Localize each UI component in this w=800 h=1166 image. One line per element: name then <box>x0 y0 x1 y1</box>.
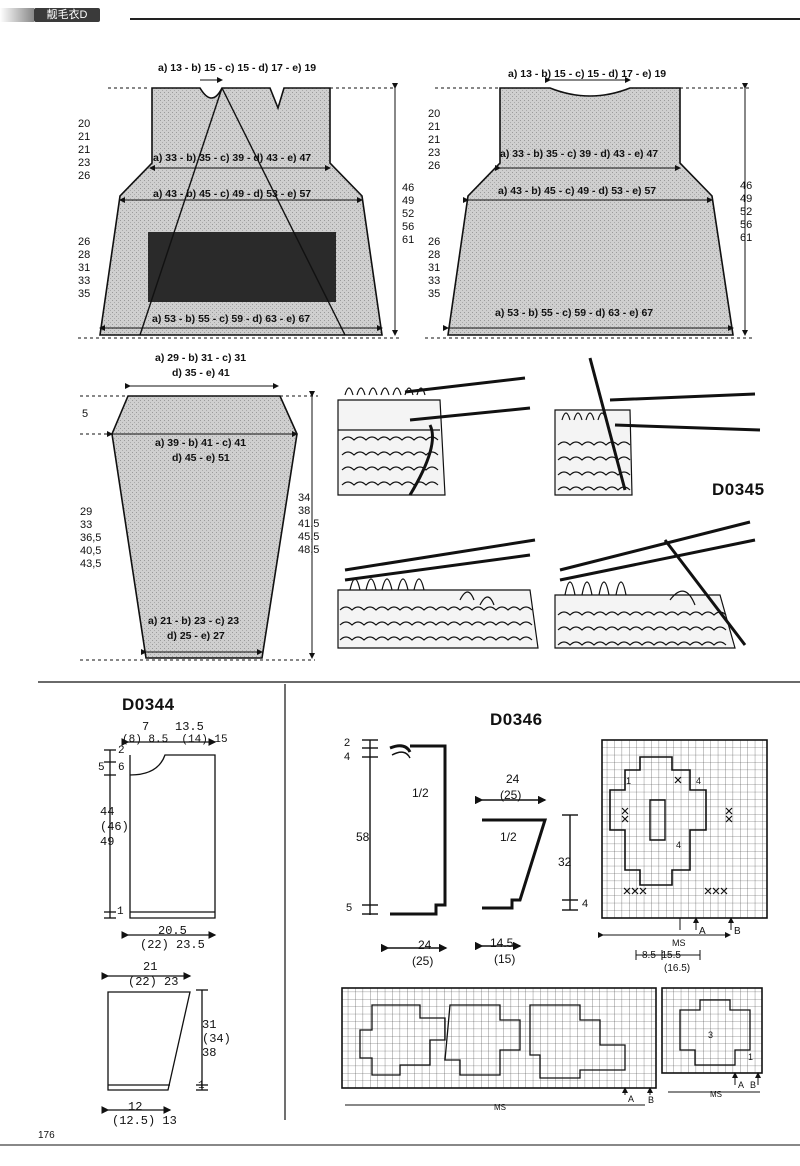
stitch-charts <box>341 739 768 1106</box>
sleeve-upper-line1: a) 39 - b) 41 - c) 41 <box>155 437 247 449</box>
small-chart-a-label: A <box>738 1080 745 1090</box>
chart-number-4a: 4 <box>696 776 702 786</box>
chart-number-4b: 4 <box>676 840 682 850</box>
front-total-heights: 46 49 52 56 61 <box>402 182 415 246</box>
d0344-shoulder-1: 7 <box>142 720 150 734</box>
d0344-sleeve-bottom: 12 <box>128 1100 143 1114</box>
front-lower-heights: 26 28 31 33 35 <box>78 236 91 300</box>
d0346-schematic <box>362 739 578 953</box>
sleeve-cap-height: 5 <box>82 408 89 420</box>
d0346-sleeve-bottom: 14.5 <box>490 936 514 950</box>
small-chart-number-1: 1 <box>748 1052 754 1062</box>
d0346-body-v2: 4 <box>344 751 351 763</box>
d0346-body-v1: 2 <box>344 737 351 749</box>
d0346-sleeve-rib: 4 <box>582 898 589 910</box>
d0344-sleeve-top-sub: (22) 23 <box>128 975 179 989</box>
header-gradient <box>0 8 34 22</box>
back-hem-width: a) 53 - b) 55 - c) 59 - d) 63 - e) 67 <box>495 307 654 319</box>
small-chart-ms-label: MS <box>710 1090 722 1099</box>
d0346-sleeve-height: 32 <box>558 855 572 869</box>
d0346-body-label: 1/2 <box>412 786 429 800</box>
wide-chart-a-label: A <box>628 1094 635 1104</box>
chart-a-label: A <box>699 926 706 937</box>
d0344-sleeve-height: 31 (34) 38 <box>202 1018 231 1060</box>
chart-number-1: 1 <box>626 776 632 786</box>
small-chart-b-label: B <box>750 1080 757 1090</box>
d0346-sleeve-top: 24 <box>506 772 520 786</box>
d0344-shoulder-2: 13.5 <box>175 720 204 734</box>
d0346-sleeve-bottom-sub: (15) <box>494 952 516 966</box>
d0344-width: 20.5 <box>158 924 187 938</box>
pattern-code-d0346: D0346 <box>490 710 543 729</box>
sleeve-piece <box>80 383 318 661</box>
front-hem-width: a) 53 - b) 55 - c) 59 - d) 63 - e) 67 <box>152 313 311 325</box>
d0344-schematic <box>101 738 217 1114</box>
back-top-width: a) 13 - b) 15 - c) 15 - d) 17 - e) 19 <box>508 68 667 80</box>
d0346-sleeve-top-sub: (25) <box>500 788 522 802</box>
d0344-neck-1: 2 <box>118 745 125 757</box>
sleeve-left-heights: 29 33 36,5 40,5 43,5 <box>80 506 102 570</box>
pattern-code-d0345: D0345 <box>712 480 765 499</box>
small-chart-number-3: 3 <box>708 1030 714 1040</box>
wide-chart-ms-label: MS <box>494 1103 506 1112</box>
wide-chart-b-label: B <box>648 1095 655 1105</box>
d0344-neck-3: 6 <box>118 762 125 774</box>
chart-ms-label: MS <box>672 938 686 948</box>
knitting-illustrations <box>337 357 761 649</box>
sleeve-right-heights: 34 38 41,5 45,5 48,5 <box>298 492 320 556</box>
header-rule <box>130 18 800 20</box>
back-chest-width: a) 33 - b) 35 - c) 39 - d) 43 - e) 47 <box>500 148 659 160</box>
sleeve-top-line1: a) 29 - b) 31 - c) 31 <box>155 352 247 364</box>
sleeve-upper-line2: d) 45 - e) 51 <box>172 452 230 464</box>
sleeve-cuff-line1: a) 21 - b) 23 - c) 23 <box>148 615 240 627</box>
front-upper-heights: 20 21 21 23 26 <box>78 118 91 182</box>
chart-b-label: B <box>734 926 741 937</box>
back-total-heights: 46 49 52 56 61 <box>740 180 753 244</box>
front-piece <box>78 77 400 339</box>
d0344-sleeve-bottom-sub: (12.5) 13 <box>112 1114 177 1128</box>
page-number: 176 <box>38 1130 55 1141</box>
d0346-body-rib: 5 <box>346 902 353 914</box>
front-top-width: a) 13 - b) 15 - c) 15 - d) 17 - e) 19 <box>158 62 317 74</box>
d0344-shoulder-sub: (8) 8.5 (14) 15 <box>122 734 228 746</box>
d0346-body-width: 24 <box>418 938 432 952</box>
chart-dims: 8.5 15.5 <box>642 950 681 961</box>
d0344-sleeve-rib: 1 <box>198 1080 205 1092</box>
d0344-sleeve-top: 21 <box>143 960 158 974</box>
pattern-code-d0344: D0344 <box>122 695 175 714</box>
front-chest-width: a) 33 - b) 35 - c) 39 - d) 43 - e) 47 <box>153 152 312 164</box>
d0344-body-height: 44 (46) 49 <box>100 805 129 849</box>
header-tab: 靓毛衣D <box>34 8 100 22</box>
back-lower-heights: 26 28 31 33 35 <box>428 236 441 300</box>
back-upper-heights: 20 21 21 23 26 <box>428 108 441 172</box>
chart-dims-sub: (16.5) <box>664 963 691 974</box>
back-piece <box>425 77 752 339</box>
d0346-body-height: 58 <box>356 830 370 844</box>
d0344-neck-2: 5 <box>98 762 105 774</box>
sleeve-top-line2: d) 35 - e) 41 <box>172 367 230 379</box>
d0346-sleeve-label: 1/2 <box>500 830 517 844</box>
d0344-width-sub: (22) 23.5 <box>140 938 205 952</box>
back-waist-width: a) 43 - b) 45 - c) 49 - d) 53 - e) 57 <box>498 185 657 197</box>
d0344-rib: 1 <box>117 906 124 918</box>
d0346-body-width-sub: (25) <box>412 954 434 968</box>
front-waist-width: a) 43 - b) 45 - c) 49 - d) 53 - e) 57 <box>153 188 312 200</box>
sleeve-cuff-line2: d) 25 - e) 27 <box>167 630 225 642</box>
